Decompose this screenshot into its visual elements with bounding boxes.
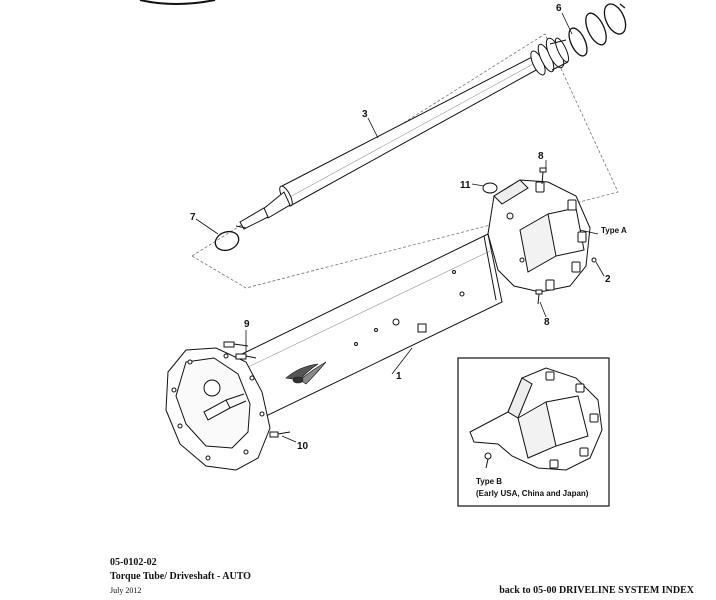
retaining-rings [568, 3, 627, 57]
fasteners [223, 167, 597, 438]
diagram-code: 05-0102-02 [110, 557, 157, 568]
callout-9: 9 [244, 319, 250, 330]
o-ring [214, 230, 240, 252]
driveshaft [235, 37, 570, 230]
top-edge-fragment [139, 0, 216, 5]
callout-7: 7 [190, 212, 196, 223]
callout-8-top: 8 [538, 151, 544, 162]
callout-11: 11 [460, 180, 471, 191]
type-b-housing [469, 367, 603, 471]
callout-6: 6 [556, 3, 562, 14]
callout-2: 2 [605, 274, 611, 285]
wings-badge [285, 361, 327, 385]
back-to-index-link[interactable]: back to 05-00 DRIVELINE SYSTEM INDEX [499, 585, 694, 596]
type-b-note: (Early USA, China and Japan) [476, 489, 589, 498]
driveshaft-dashed-envelope [191, 33, 619, 289]
type-a-label: Type A [601, 226, 627, 235]
diagram-date: July 2012 [110, 586, 142, 595]
leader-lines [195, 12, 605, 443]
type-b-label: Type B [476, 477, 502, 486]
callout-3: 3 [362, 109, 368, 120]
diagram-title: Torque Tube/ Driveshaft - AUTO [110, 571, 251, 582]
callout-1: 1 [396, 371, 402, 382]
callout-10: 10 [297, 441, 309, 452]
callout-8-bottom: 8 [544, 317, 550, 328]
